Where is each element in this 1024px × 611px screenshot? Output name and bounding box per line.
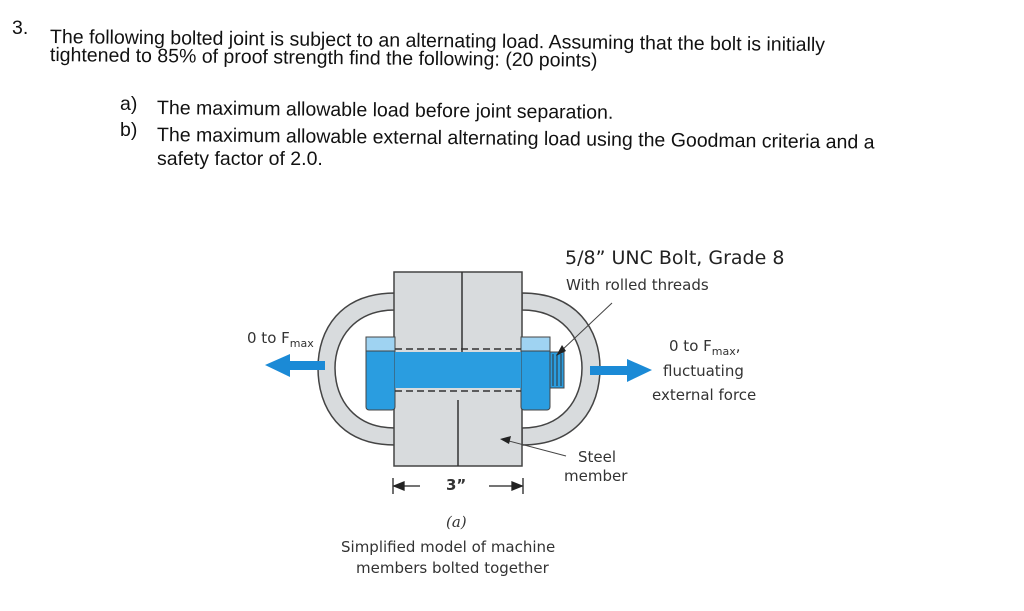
- bolt-subtitle: With rolled threads: [566, 276, 709, 294]
- right-force-text: 0 to F: [669, 337, 712, 355]
- dimension-line: [392, 478, 524, 494]
- left-force-arrow: [265, 354, 325, 377]
- left-force-text: 0 to F: [247, 329, 290, 347]
- right-force-label: 0 to Fmax,: [669, 337, 741, 358]
- left-force-label: 0 to Fmax: [247, 329, 314, 353]
- right-force-line-2: fluctuating: [663, 362, 744, 380]
- caption-line-2: members bolted together: [356, 559, 549, 577]
- right-force-subscript: max: [711, 345, 736, 358]
- member-label-2: member: [564, 467, 628, 485]
- part-b-text-2: safety factor of 2.0.: [157, 148, 323, 170]
- figure-sublabel: (a): [446, 513, 467, 531]
- right-force-line-3: external force: [652, 386, 757, 404]
- bolt-shank: [395, 352, 521, 388]
- left-force-subscript: max: [289, 337, 314, 350]
- right-force-arrow: [590, 359, 652, 382]
- member-label-1: Steel: [578, 448, 617, 466]
- caption-line-1: Simplified model of machine: [341, 538, 556, 556]
- part-a-label: a): [120, 93, 138, 115]
- dimension-label: 3”: [446, 476, 467, 494]
- part-b-label: b): [120, 119, 138, 141]
- bolt-title: 5/8” UNC Bolt, Grade 8: [565, 247, 785, 269]
- question-number: 3.: [12, 17, 29, 39]
